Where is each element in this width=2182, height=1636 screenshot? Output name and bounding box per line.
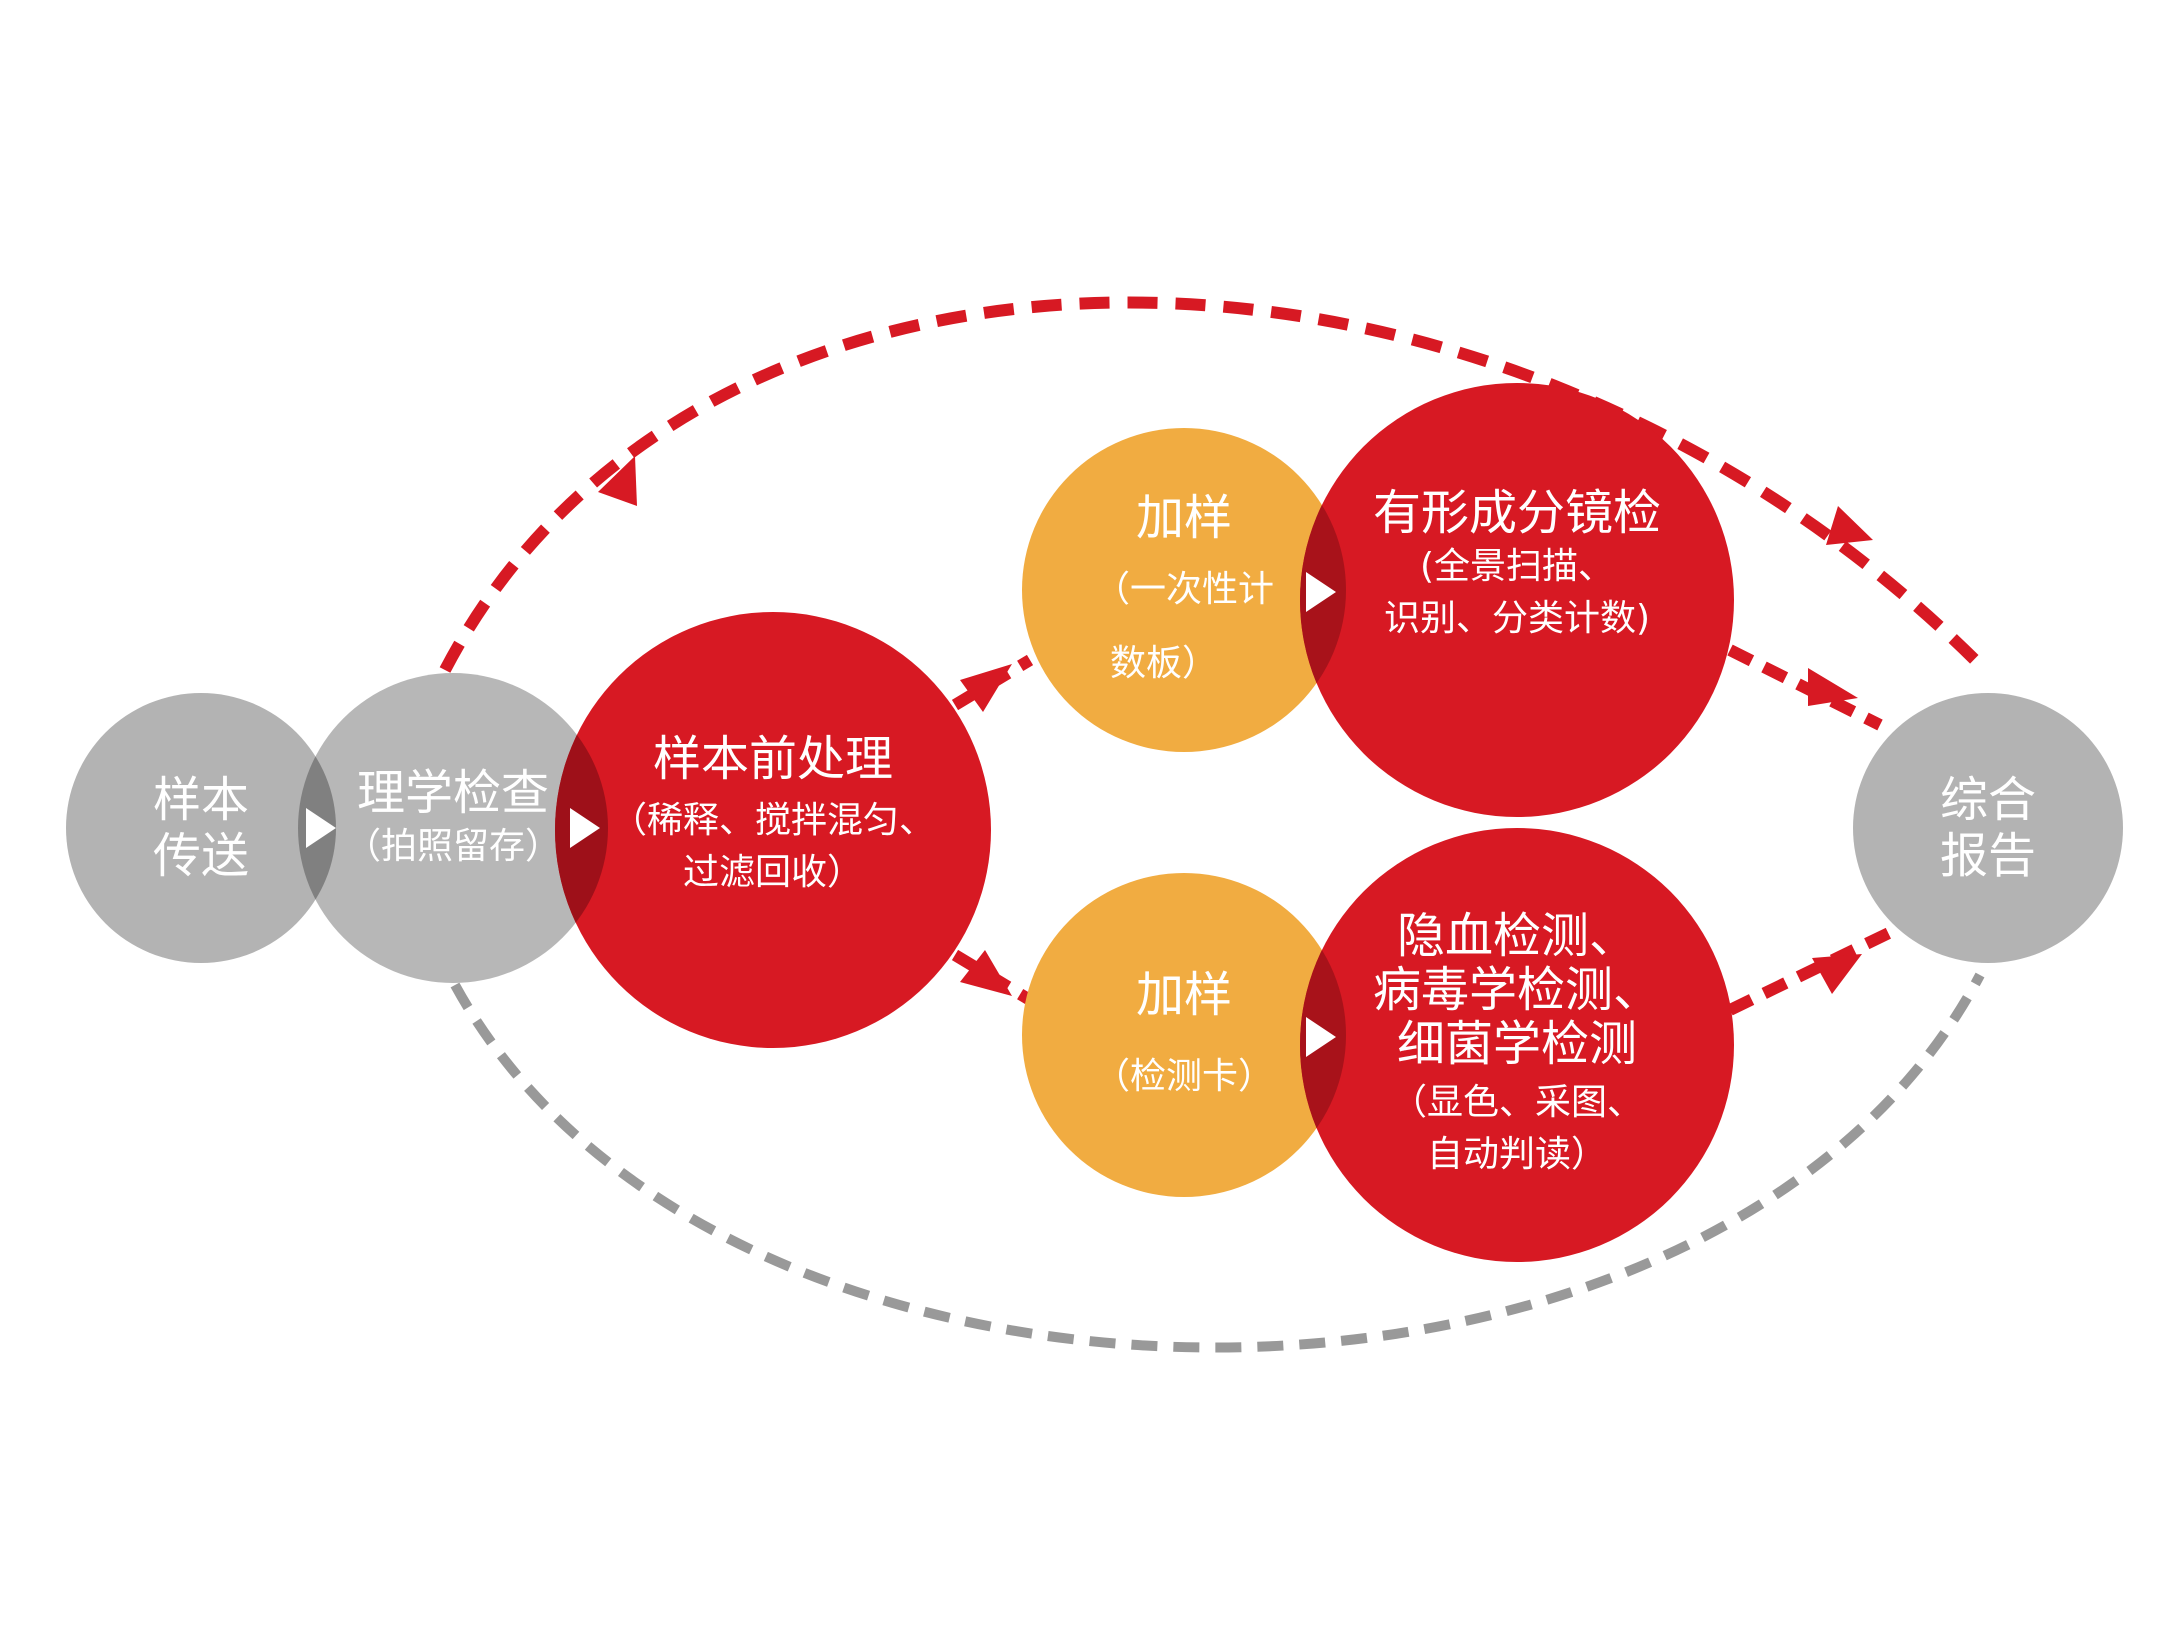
node-microscopy-sub2: 识别、分类计数) bbox=[1383, 598, 1651, 639]
merge-dash-from-detection bbox=[1727, 924, 1898, 1016]
node-pretreatment: 样本前处理 （稀释、搅拌混匀、 过滤回收） bbox=[555, 612, 991, 1048]
node-pretreatment-title: 样本前处理 bbox=[652, 731, 893, 787]
merge-dash-from-microscopy bbox=[1727, 644, 1883, 731]
flow-arrow-icon-2 bbox=[570, 808, 600, 848]
node-detection-title1: 隐血检测、 bbox=[1396, 908, 1637, 964]
node-detection-title3: 细菌学检测 bbox=[1396, 1016, 1637, 1072]
flow-arrow-icon-1 bbox=[306, 808, 336, 848]
node-microscopy-sub1: (全景扫描、 bbox=[1419, 546, 1615, 587]
bottom-bypass-dashed-arc bbox=[450, 972, 1985, 1353]
node-detection: 隐血检测、 病毒学检测、 细菌学检测 （显色、采图、 自动判读） bbox=[1300, 828, 1734, 1262]
top-arc-arrow-left-icon bbox=[598, 456, 637, 506]
node-report-line1: 综合 bbox=[1939, 772, 2036, 828]
flow-arrow-icon-4 bbox=[1306, 1017, 1336, 1057]
node-detection-sub2: 自动判读） bbox=[1426, 1134, 1607, 1175]
node-add-sample-bottom: 加样 （检测卡） bbox=[1022, 873, 1346, 1197]
node-microscopy: 有形成分镜检 (全景扫描、 识别、分类计数) bbox=[1300, 383, 1734, 817]
node-pretreatment-sub1: （稀释、搅拌混匀、 bbox=[610, 800, 935, 841]
branch-arrow-bottom-icon bbox=[960, 950, 1012, 996]
node-add-sample-bottom-title: 加样 bbox=[1135, 967, 1232, 1023]
node-sample-transport: 样本 传送 bbox=[66, 693, 336, 963]
node-report-line2: 报告 bbox=[1939, 828, 2036, 884]
node-add-sample-top-sub2: 数板） bbox=[1109, 643, 1218, 684]
node-pretreatment-sub2: 过滤回收） bbox=[682, 852, 863, 893]
node-add-sample-top-sub1: （一次性计 bbox=[1093, 569, 1274, 610]
node-add-sample-bottom-sub: （检测卡） bbox=[1093, 1056, 1274, 1097]
node-detection-title2: 病毒学检测、 bbox=[1372, 962, 1661, 1018]
node-physical-exam-title: 理学检查 bbox=[356, 765, 549, 821]
node-report: 综合 报告 bbox=[1853, 693, 2123, 963]
flow-arrow-icon-3 bbox=[1306, 572, 1336, 612]
top-bypass-dashed-arc bbox=[439, 296, 1990, 675]
node-add-sample-top: 加样 （一次性计 数板） bbox=[1022, 428, 1346, 752]
node-microscopy-title: 有形成分镜检 bbox=[1372, 485, 1661, 541]
node-sample-transport-line2: 传送 bbox=[152, 828, 249, 884]
node-physical-exam-sub: （拍照留存） bbox=[344, 826, 561, 867]
top-arc-arrow-right-icon bbox=[1826, 506, 1873, 545]
node-sample-transport-line1: 样本 bbox=[152, 772, 249, 828]
branch-arrow-top-icon bbox=[960, 664, 1012, 712]
node-detection-sub1: （显色、采图、 bbox=[1390, 1082, 1643, 1123]
merge-arrow-top-icon bbox=[1808, 668, 1858, 706]
merge-arrow-bottom-icon bbox=[1812, 954, 1862, 994]
node-add-sample-top-title: 加样 bbox=[1135, 490, 1232, 546]
